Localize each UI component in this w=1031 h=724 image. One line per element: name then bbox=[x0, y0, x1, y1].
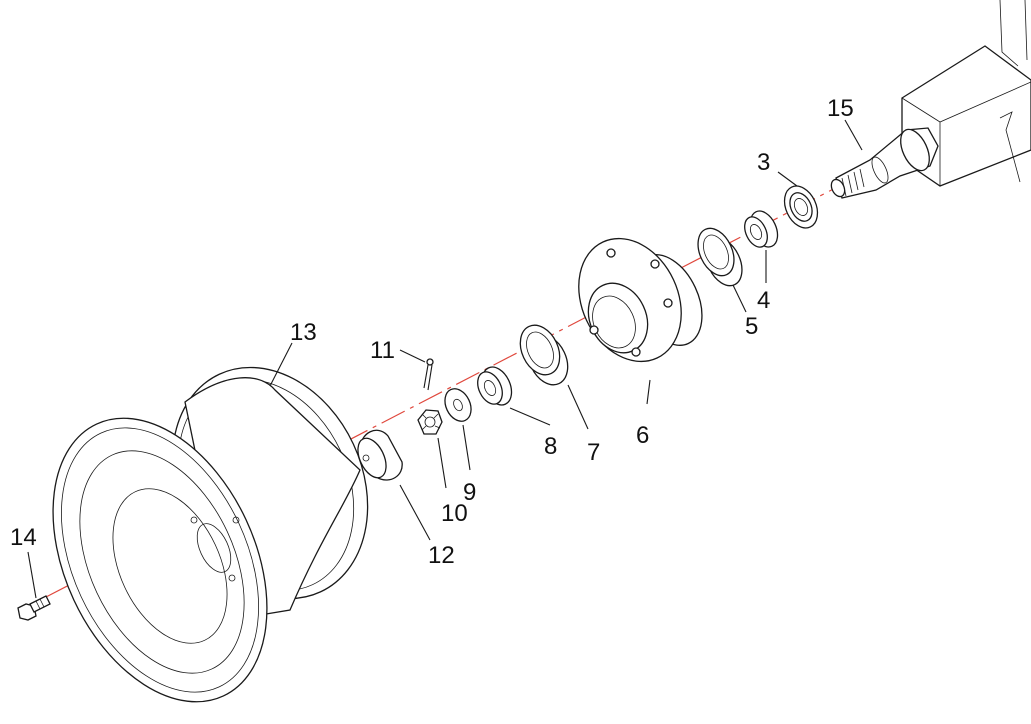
callout-10: 10 bbox=[441, 500, 468, 527]
callout-8: 8 bbox=[544, 433, 557, 460]
leader-13 bbox=[269, 342, 293, 387]
callout-5: 5 bbox=[745, 313, 758, 340]
wheel-rim bbox=[52, 366, 369, 703]
callout-3: 3 bbox=[757, 149, 770, 176]
outer-bearing-cup bbox=[519, 324, 569, 386]
leader-lines bbox=[27, 119, 863, 599]
outer-bearing-cone bbox=[477, 366, 513, 406]
leader-8 bbox=[509, 407, 551, 426]
castle-nut bbox=[417, 409, 443, 435]
leader-15 bbox=[844, 119, 863, 151]
leader-5 bbox=[732, 284, 747, 313]
leader-14 bbox=[27, 551, 37, 599]
leader-3 bbox=[777, 171, 798, 187]
spindle bbox=[830, 127, 939, 199]
washer bbox=[444, 388, 472, 422]
callout-13: 13 bbox=[290, 319, 317, 346]
leader-6 bbox=[646, 379, 651, 405]
callout-7: 7 bbox=[587, 439, 600, 466]
callout-15: 15 bbox=[827, 95, 854, 122]
callout-4: 4 bbox=[757, 287, 770, 314]
leader-9 bbox=[462, 424, 471, 471]
callout-14: 14 bbox=[10, 524, 37, 551]
leader-12 bbox=[399, 484, 431, 541]
callout-labels: 3 4 5 6 7 8 9 10 11 12 13 14 15 bbox=[10, 95, 854, 569]
callout-11: 11 bbox=[370, 337, 395, 364]
wheel-hub bbox=[578, 237, 703, 363]
leader-7 bbox=[567, 384, 589, 430]
inner-bearing-cup bbox=[697, 227, 743, 287]
cotter-pin bbox=[423, 358, 434, 391]
callout-12: 12 bbox=[428, 542, 455, 569]
lug-bolt bbox=[17, 595, 51, 621]
grease-seal bbox=[783, 185, 819, 229]
inner-bearing-cone bbox=[744, 210, 779, 248]
leader-11 bbox=[399, 349, 426, 363]
leader-10 bbox=[437, 437, 447, 489]
callout-9: 9 bbox=[463, 479, 476, 506]
dust-cap bbox=[357, 429, 403, 481]
callout-6: 6 bbox=[636, 422, 649, 449]
